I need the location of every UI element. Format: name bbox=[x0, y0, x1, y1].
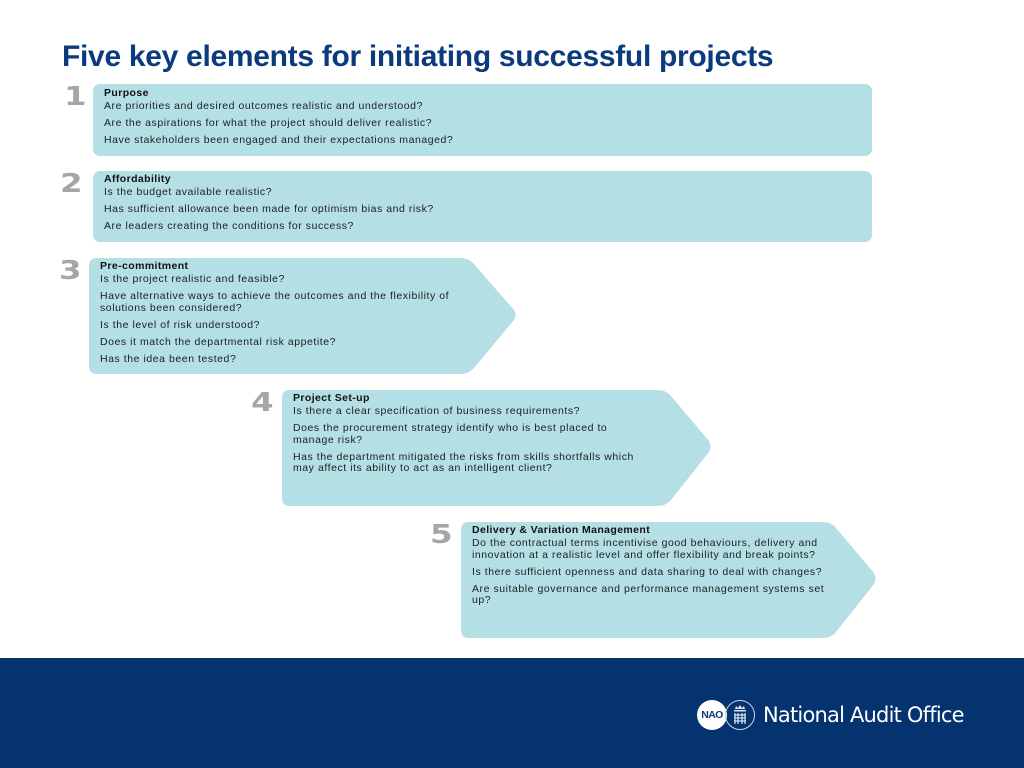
step-number: 4 bbox=[251, 388, 274, 418]
step-question: Have stakeholders been engaged and their… bbox=[104, 134, 454, 146]
step-question: Have alternative ways to achieve the out… bbox=[100, 290, 450, 314]
step-arrow-box bbox=[461, 522, 881, 640]
step-number: 1 bbox=[64, 82, 87, 112]
step-question: Do the contractual terms incentivise goo… bbox=[472, 537, 818, 561]
step-heading: Delivery & Variation Management bbox=[472, 524, 651, 536]
step-question: Has the department mitigated the risks f… bbox=[293, 450, 634, 474]
step-box bbox=[93, 84, 873, 156]
step-number: 3 bbox=[59, 256, 82, 286]
portcullis-crown-icon bbox=[725, 700, 755, 730]
step-question: Is the project realistic and feasible? bbox=[100, 273, 285, 285]
nao-badge: NAO bbox=[697, 700, 727, 730]
step-question: Is there sufficient openness and data sh… bbox=[472, 565, 823, 578]
step-question: Does it match the departmental risk appe… bbox=[100, 335, 337, 348]
step-question: Does the procurement strategy identify w… bbox=[293, 422, 608, 446]
step-question: Is the budget available realistic? bbox=[104, 186, 273, 198]
step-question: Has the idea been tested? bbox=[100, 352, 237, 365]
step-heading: Pre-commitment bbox=[100, 260, 189, 272]
organisation-name: National Audit Office bbox=[763, 703, 965, 727]
nao-logo: NAO National Audit Office bbox=[697, 698, 965, 732]
step-heading: Affordability bbox=[104, 173, 172, 185]
step-arrow-box bbox=[282, 390, 714, 508]
step-question: Is the level of risk understood? bbox=[100, 318, 261, 331]
slide-title: Five key elements for initiating success… bbox=[62, 40, 774, 73]
step-heading: Project Set-up bbox=[293, 392, 370, 404]
step-question: Has sufficient allowance been made for o… bbox=[104, 203, 434, 215]
step-box bbox=[93, 171, 873, 243]
step-question: Is there a clear specification of busine… bbox=[293, 405, 581, 417]
step-number: 5 bbox=[430, 520, 453, 550]
step-question: Are suitable governance and performance … bbox=[472, 582, 825, 606]
footer-band bbox=[0, 658, 1024, 768]
step-number: 2 bbox=[60, 169, 83, 199]
step-heading: Purpose bbox=[104, 87, 149, 99]
step-question: Are leaders creating the conditions for … bbox=[104, 220, 354, 232]
step-arrow-box bbox=[89, 258, 519, 376]
step-question: Are priorities and desired outcomes real… bbox=[104, 100, 423, 112]
step-question: Are the aspirations for what the project… bbox=[104, 117, 433, 129]
